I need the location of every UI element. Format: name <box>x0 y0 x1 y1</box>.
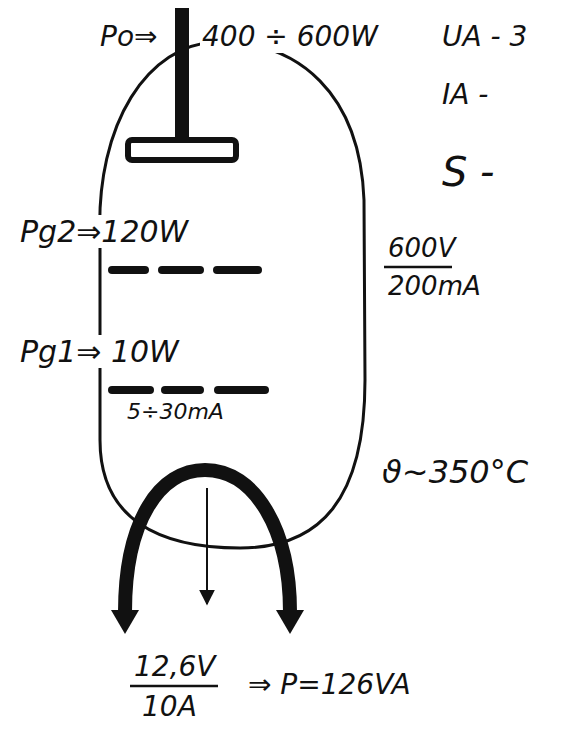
fraction-line <box>130 685 218 688</box>
screen-grid-power: Pg2⇒120W <box>18 215 190 248</box>
slope-label: S - <box>440 150 497 194</box>
grid-power: Pg1⇒ 10W <box>18 335 181 368</box>
filament-arrow-left <box>111 610 139 634</box>
heater-voltage: 12,6V <box>132 652 218 683</box>
grid-current: 5÷30mA <box>125 400 226 424</box>
filament-arrow-right <box>276 610 304 634</box>
heater-current: 10A <box>140 692 199 723</box>
emission-arrow <box>206 488 208 604</box>
anode-lead <box>175 8 189 142</box>
screen-current: 200mA <box>386 272 483 301</box>
heater-power: ⇒ P=126VA <box>246 670 413 701</box>
power-value: 400 ÷ 600W <box>200 22 380 53</box>
screen-voltage: 600V <box>386 234 457 263</box>
voltage-label: UA - 3 <box>440 22 529 53</box>
temperature: ϑ~350°C <box>380 455 530 490</box>
control-grid <box>112 386 265 394</box>
fraction-line <box>384 266 452 269</box>
power-label: Po⇒ <box>98 22 159 53</box>
anode-plate <box>128 140 236 160</box>
screen-grid <box>112 266 258 274</box>
current-label: IA - <box>440 80 490 111</box>
filament <box>125 470 290 612</box>
